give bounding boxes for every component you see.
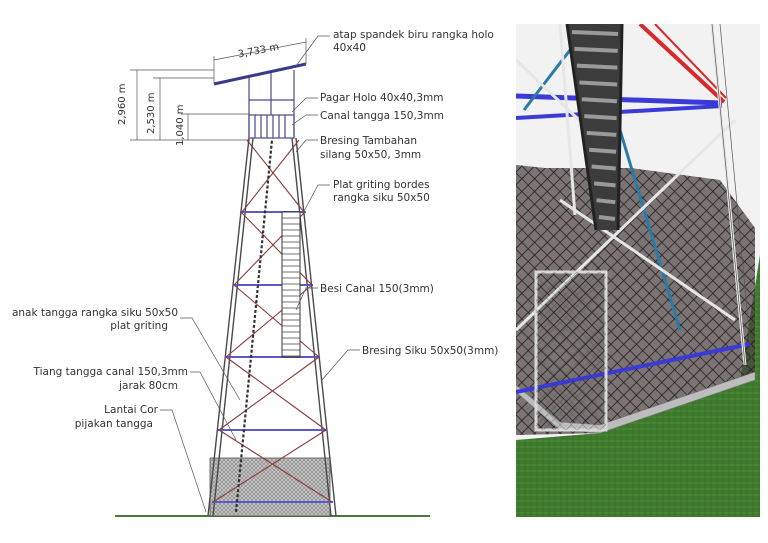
render-ladder <box>565 24 624 231</box>
dim-height-total: 2,960 m <box>117 83 128 125</box>
red-brace <box>638 24 726 104</box>
teal-brace-2 <box>618 129 682 331</box>
label-step: anak tangga rangka siku 50x50 <box>12 307 178 319</box>
grass <box>516 255 760 517</box>
label-floor-step: pijakan tangga <box>75 418 153 430</box>
render-ladder-rung <box>571 30 619 36</box>
label-ladder-channel: Canal tangga 150,3mm <box>320 110 444 122</box>
render-ladder-rung <box>574 46 618 53</box>
cross-bracing <box>212 139 333 503</box>
label-step-plate: plat griting <box>110 320 168 332</box>
render-ladder-rung <box>586 130 617 137</box>
dim-roof-width: 3,733 m <box>237 42 280 61</box>
render-ladder-rung <box>593 181 616 188</box>
gate-mesh <box>536 272 606 430</box>
render-ladder-rung <box>596 198 616 205</box>
dimension-lines <box>130 38 307 141</box>
render-ladder-rung <box>579 80 618 87</box>
label-extra-bracing-size: silang 50x50, 3mm <box>320 149 421 161</box>
label-floor: Lantai Cor <box>104 404 159 416</box>
roof <box>213 62 307 86</box>
horizontal-rings <box>212 211 333 503</box>
label-extra-bracing: Bresing Tambahan <box>320 135 417 147</box>
label-railing: Pagar Holo 40x40,3mm <box>320 92 443 104</box>
label-landing: Plat griting bordes <box>333 179 430 191</box>
dim-height-mid: 2,530 m <box>146 92 157 134</box>
concrete-floor <box>209 457 331 517</box>
label-channel: Besi Canal 150(3mm) <box>320 283 434 295</box>
render-ladder-rung <box>576 63 618 70</box>
elevation-drawing: 3,733 m 2,960 m 2,530 m 1,040 m atap spa… <box>12 29 498 517</box>
render-ladder-rung <box>581 97 618 104</box>
label-landing-frame: rangka siku 50x50 <box>333 192 430 204</box>
tower-legs <box>207 137 337 517</box>
label-post: Tiang tangga canal 150,3mm <box>33 366 188 378</box>
label-angle-bracing: Bresing Siku 50x50(3mm) <box>362 345 498 357</box>
dim-height-rail: 1,040 m <box>175 104 186 146</box>
stair-stringer <box>234 139 274 513</box>
label-post-spacing: jarak 80cm <box>118 380 178 392</box>
label-roof-size: 40x40 <box>333 42 366 54</box>
render-ladder-rung <box>598 215 616 221</box>
label-roof: atap spandek biru rangka holo <box>333 29 494 41</box>
render-view <box>516 24 760 517</box>
cabin <box>248 70 295 139</box>
red-brace-2 <box>654 24 727 99</box>
render-ladder-rung <box>589 147 617 154</box>
leader-lines <box>160 35 360 513</box>
render-ladder-rung <box>591 164 616 171</box>
stair-ladder <box>281 211 301 358</box>
render-ladder-rung <box>584 114 617 121</box>
